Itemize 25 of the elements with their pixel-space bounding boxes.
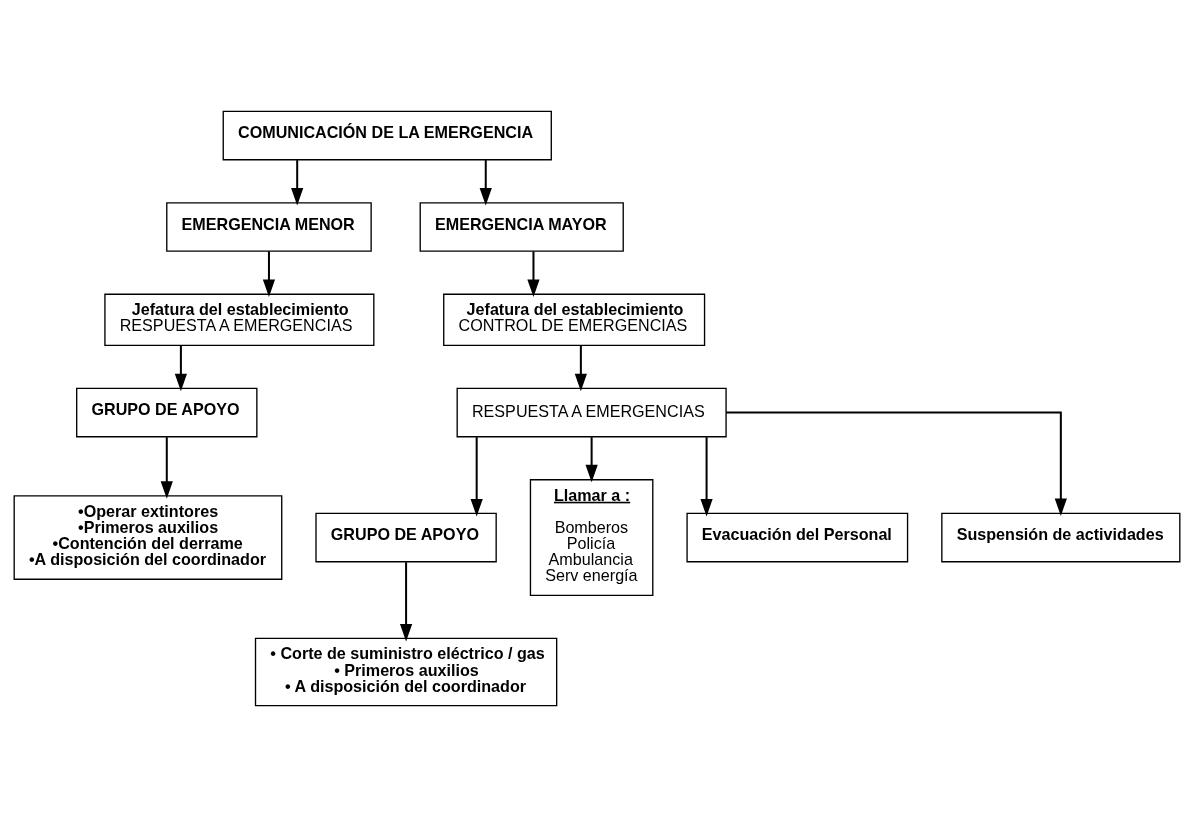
node-box: •Operar extintores •Primeros auxilios •Contención del derrame •A disposición del coordinador	[13, 494, 283, 580]
arrow	[262, 250, 276, 297]
arrow	[174, 345, 188, 391]
node-box: Evacuación del Personal	[686, 512, 909, 562]
node-box: EMERGENCIA MAYOR	[419, 201, 624, 252]
arrow	[574, 345, 587, 391]
node-box: Jefatura del establecimiento CONTROL DE EMERGENCIAS	[443, 293, 706, 346]
node-box: Llamar a : Bomberos Policía Ambulancia Serv energía	[529, 478, 654, 596]
arrow	[160, 436, 173, 499]
node-box: EMERGENCIA MENOR	[166, 201, 372, 252]
node-box: Suspensión de actividades	[941, 512, 1181, 562]
arrow	[726, 411, 1067, 516]
arrow	[585, 436, 598, 482]
arrow	[479, 159, 492, 205]
node-box: COMUNICACIÓN DE LA EMERGENCIA	[222, 110, 552, 160]
arrow	[291, 159, 304, 205]
arrow	[470, 436, 483, 516]
arrow	[700, 436, 713, 516]
node-box: Jefatura del establecimiento RESPUESTA A EMERGENCIAS	[104, 293, 375, 346]
node-box: RESPUESTA A EMERGENCIAS	[456, 387, 727, 437]
node-box: GRUPO DE APOYO	[315, 512, 497, 562]
arrow	[399, 561, 413, 641]
node-box: • Corte de suministro eléctrico / gas • Primeros auxilios • A disposición del coordinador	[254, 637, 558, 706]
node-box: GRUPO DE APOYO	[76, 387, 258, 437]
arrow	[527, 250, 540, 297]
